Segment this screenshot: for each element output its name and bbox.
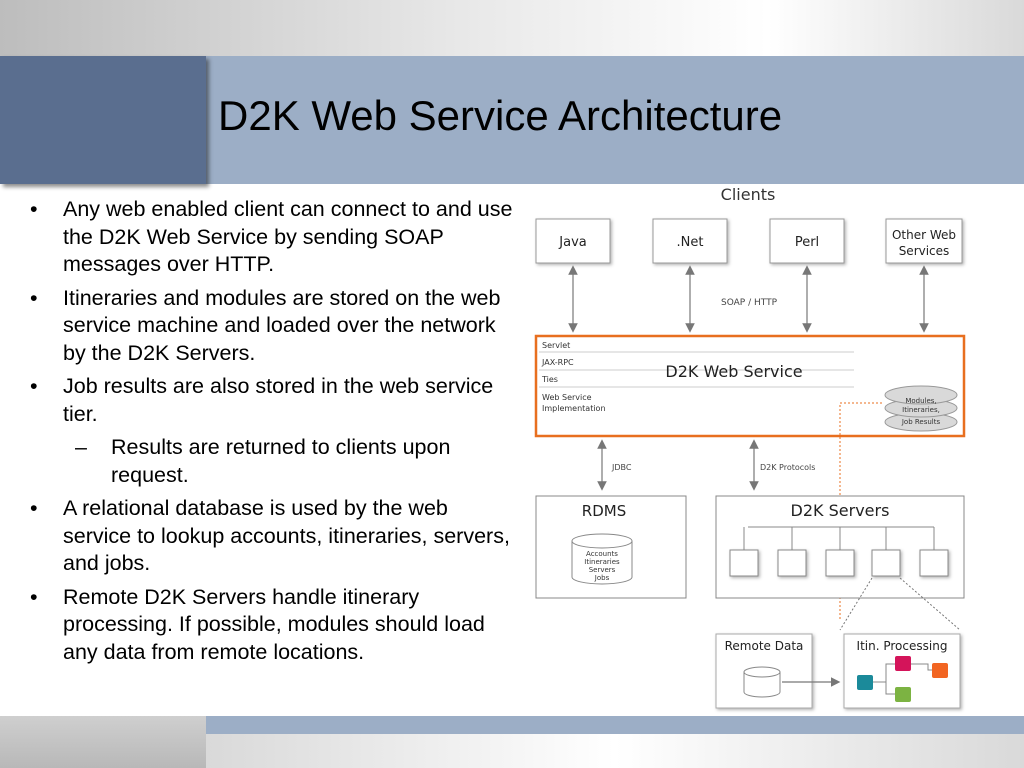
bottom-band-left [0, 716, 206, 768]
itin-processing-box: Itin. Processing [843, 633, 961, 709]
top-band [0, 0, 1024, 56]
server-node [729, 549, 759, 577]
sub-bullet-text: Results are returned to clients upon req… [111, 435, 451, 487]
web-service-layer: Web Service [542, 393, 592, 402]
itin-node-orange [932, 663, 948, 678]
soap-arrows [568, 265, 929, 333]
remote-data-label: Remote Data [725, 639, 804, 653]
bullet-item: Any web enabled client can connect to an… [30, 196, 520, 279]
server-node [777, 549, 807, 577]
db-item: Servers [589, 566, 616, 574]
title-accent-block [0, 56, 206, 184]
client-box-other-web-services: Other Web Services [885, 218, 963, 264]
server-node [825, 549, 855, 577]
bullet-item: Remote D2K Servers handle itinerary proc… [30, 584, 520, 667]
client-label: .Net [677, 235, 704, 250]
protocols-label: D2K Protocols [760, 463, 815, 472]
servers-title: D2K Servers [791, 501, 890, 520]
itin-node-green [895, 687, 911, 702]
db-item: Itineraries [584, 558, 620, 566]
bullet-item: Itineraries and modules are stored on th… [30, 285, 520, 368]
tier-arrows [597, 439, 759, 491]
server-node [919, 549, 949, 577]
bottom-band [206, 716, 1024, 734]
bullet-list: Any web enabled client can connect to an… [30, 196, 520, 672]
dotted-connector [839, 402, 882, 621]
sub-bullet-item: – Results are returned to clients upon r… [30, 434, 520, 489]
rdms-title: RDMS [582, 502, 626, 520]
sub-bullet-dash: – [75, 435, 87, 459]
dotted-fan [839, 577, 961, 631]
client-box-java: Java [535, 218, 611, 264]
clients-label: Clients [721, 185, 776, 204]
web-service-title: D2K Web Service [665, 362, 802, 381]
soap-label: SOAP / HTTP [721, 298, 778, 308]
web-service-layer: JAX-RPC [541, 358, 574, 367]
storage-label: Itineraries, [902, 406, 940, 414]
web-service-layer: Ties [541, 375, 558, 384]
web-service-layer: Implementation [542, 404, 606, 413]
bullet-item: Job results are also stored in the web s… [30, 373, 520, 428]
client-box-dotnet: .Net [652, 218, 728, 264]
itin-node-pink [895, 656, 911, 671]
client-label: Java [558, 235, 586, 250]
architecture-diagram: Clients Java .Net Perl Other Web Service… [534, 185, 966, 709]
storage-stack: Modules, Itineraries, Job Results [884, 385, 958, 432]
itin-processing-label: Itin. Processing [857, 639, 948, 653]
storage-label: Job Results [901, 418, 941, 426]
db-item: Jobs [594, 574, 610, 582]
web-service-layer: Servlet [542, 341, 570, 350]
d2k-servers-box: D2K Servers [715, 495, 965, 599]
storage-label: Modules, [905, 397, 936, 405]
client-label: Perl [795, 235, 819, 250]
client-label: Other Web [892, 228, 956, 242]
bullet-item: A relational database is used by the web… [30, 495, 520, 578]
db-item: Accounts [586, 550, 618, 558]
server-node [871, 549, 901, 577]
client-box-perl: Perl [769, 218, 845, 264]
rdms-box: RDMS Accounts Itineraries Servers Jobs [535, 495, 687, 599]
jdbc-label: JDBC [611, 463, 632, 472]
remote-data-box: Remote Data [715, 633, 813, 709]
bottom-band-under [206, 734, 1024, 768]
itin-node-teal [857, 675, 873, 690]
slide-title: D2K Web Service Architecture [218, 92, 783, 139]
client-label: Services [899, 244, 950, 258]
